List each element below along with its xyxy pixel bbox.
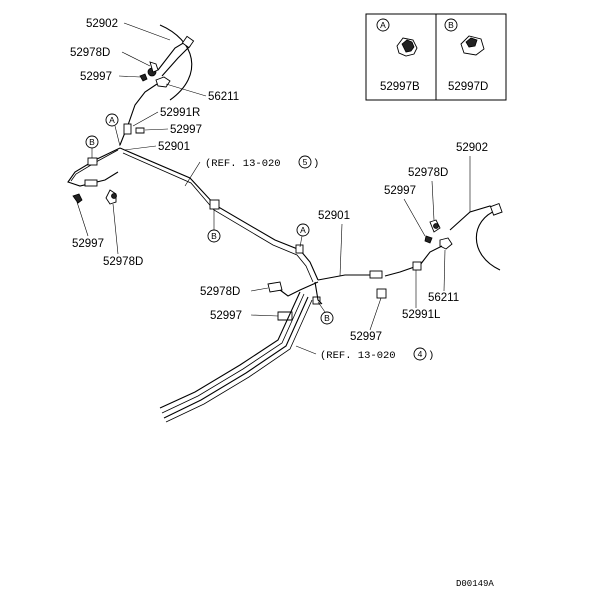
label-tube-right: 52991R bbox=[160, 107, 200, 119]
label-clip-lower-left: 52997 bbox=[72, 238, 104, 250]
left-tube-joint bbox=[84, 179, 98, 187]
bolt-lower-left-core bbox=[111, 193, 117, 199]
ref-lower-suffix: ) bbox=[428, 350, 434, 362]
lower-tube-2 bbox=[161, 293, 305, 414]
rear-right-hose-assembly bbox=[384, 203, 503, 277]
legend-b-part: 52997D bbox=[448, 81, 488, 93]
front-left-hose-assembly bbox=[119, 24, 195, 146]
callout-b-center: B bbox=[317, 301, 334, 325]
hose-right bbox=[449, 205, 499, 231]
main-tube-inner bbox=[122, 152, 314, 283]
svg-text:B: B bbox=[211, 231, 217, 241]
hose-upper-fitting bbox=[181, 35, 195, 49]
legend-box: A B 52997B 52997D bbox=[365, 13, 507, 101]
svg-text:B: B bbox=[89, 137, 95, 147]
legend-b-circle bbox=[444, 18, 458, 32]
label-gasket-upper: 56211 bbox=[208, 91, 239, 103]
center-joint-right bbox=[369, 270, 383, 279]
callout-a-upper: A bbox=[105, 113, 121, 147]
lower-tube-1 bbox=[159, 291, 301, 409]
legend-a-letter: A bbox=[380, 20, 386, 30]
label-main-tube-lower: 52901 bbox=[318, 210, 350, 222]
ref-lower: (REF. 13-020 4 ) bbox=[295, 345, 434, 362]
ref-upper-suffix: ) bbox=[313, 158, 319, 170]
label-bolt-lower-left: 52978D bbox=[103, 256, 143, 268]
label-bolt-center: 52978D bbox=[200, 286, 240, 298]
callout-b-middle: B bbox=[207, 209, 221, 243]
label-main-tube-upper: 52901 bbox=[158, 141, 190, 153]
diagram-code: D00149A bbox=[456, 579, 494, 589]
label-bolt-right: 52978D bbox=[408, 167, 448, 179]
wheel-arc-upper bbox=[159, 24, 193, 101]
clip-right-a-icon bbox=[135, 127, 145, 134]
label-bolt-upper-left: 52978D bbox=[70, 47, 110, 59]
center-drop bbox=[314, 281, 323, 305]
clip-bottom-icon bbox=[376, 288, 387, 299]
ref-upper-leader bbox=[184, 161, 201, 187]
bolt-right-core bbox=[433, 223, 439, 229]
label-hose-upper: 52902 bbox=[86, 18, 118, 30]
left-tube-clip bbox=[87, 157, 98, 166]
legend-a-part: 52997B bbox=[380, 81, 420, 93]
hose-upper bbox=[157, 41, 191, 77]
lower-tube-3 bbox=[163, 296, 309, 419]
wheel-arc-right bbox=[475, 209, 501, 271]
label-tube-left: 52991L bbox=[402, 309, 441, 321]
callout-b-upper-left: B bbox=[85, 135, 99, 158]
label-clip-center: 52997 bbox=[210, 310, 242, 322]
part-labels: 52902 52978D 52997 56211 52991R 52997 52… bbox=[70, 18, 488, 343]
label-clip-right-b: 52997 bbox=[384, 185, 416, 197]
ref-upper-prefix: (REF. 13-020 bbox=[205, 158, 281, 170]
ref-lower-num: 4 bbox=[418, 349, 423, 359]
svg-text:A: A bbox=[300, 225, 306, 235]
clip-right-b-icon bbox=[424, 235, 433, 244]
center-tube-left bbox=[279, 281, 319, 297]
main-tube-clip-a bbox=[295, 244, 304, 254]
gasket-right-icon bbox=[439, 237, 453, 250]
bolt-upper-left-head bbox=[149, 61, 159, 73]
ref-upper: (REF. 13-020 5 ) bbox=[184, 155, 319, 187]
ref-lower-circle bbox=[413, 347, 427, 361]
ref-lower-leader bbox=[295, 345, 317, 355]
main-tube-clip-b bbox=[209, 199, 220, 210]
callout-markers: B A B A B bbox=[85, 113, 334, 325]
clip-lower-left-icon bbox=[72, 193, 83, 204]
gasket-upper-icon bbox=[155, 76, 171, 88]
label-clip-bottom: 52997 bbox=[350, 331, 382, 343]
label-hose-right: 52902 bbox=[456, 142, 488, 154]
svg-text:A: A bbox=[109, 115, 115, 125]
svg-text:B: B bbox=[324, 313, 330, 323]
tube-left-fitting bbox=[412, 261, 422, 271]
bolt-center-icon bbox=[267, 281, 283, 293]
clip-b-icon bbox=[460, 35, 485, 56]
tube-right-fitting bbox=[123, 123, 132, 135]
ref-upper-circle bbox=[298, 155, 312, 169]
label-gasket-right: 56211 bbox=[428, 292, 459, 304]
lower-tube-4 bbox=[165, 299, 313, 423]
hose-right-fitting bbox=[489, 203, 503, 216]
lower-brake-tubes bbox=[159, 291, 313, 423]
tube-left-line bbox=[384, 245, 443, 277]
tube-right-line bbox=[119, 83, 158, 146]
callout-a-center: A bbox=[296, 223, 310, 248]
legend-a-circle bbox=[376, 18, 390, 32]
label-clip-upper-left: 52997 bbox=[80, 71, 112, 83]
ref-lower-prefix: (REF. 13-020 bbox=[320, 350, 396, 362]
left-tube-inner bbox=[70, 149, 119, 182]
clip-upper-left-icon bbox=[139, 73, 148, 82]
center-clip-b bbox=[312, 296, 321, 305]
clip-a-icon bbox=[396, 37, 418, 57]
ref-upper-num: 5 bbox=[303, 157, 308, 167]
legend-b-letter: B bbox=[448, 20, 454, 30]
left-routing bbox=[67, 147, 121, 205]
label-clip-right-a: 52997 bbox=[170, 124, 202, 136]
